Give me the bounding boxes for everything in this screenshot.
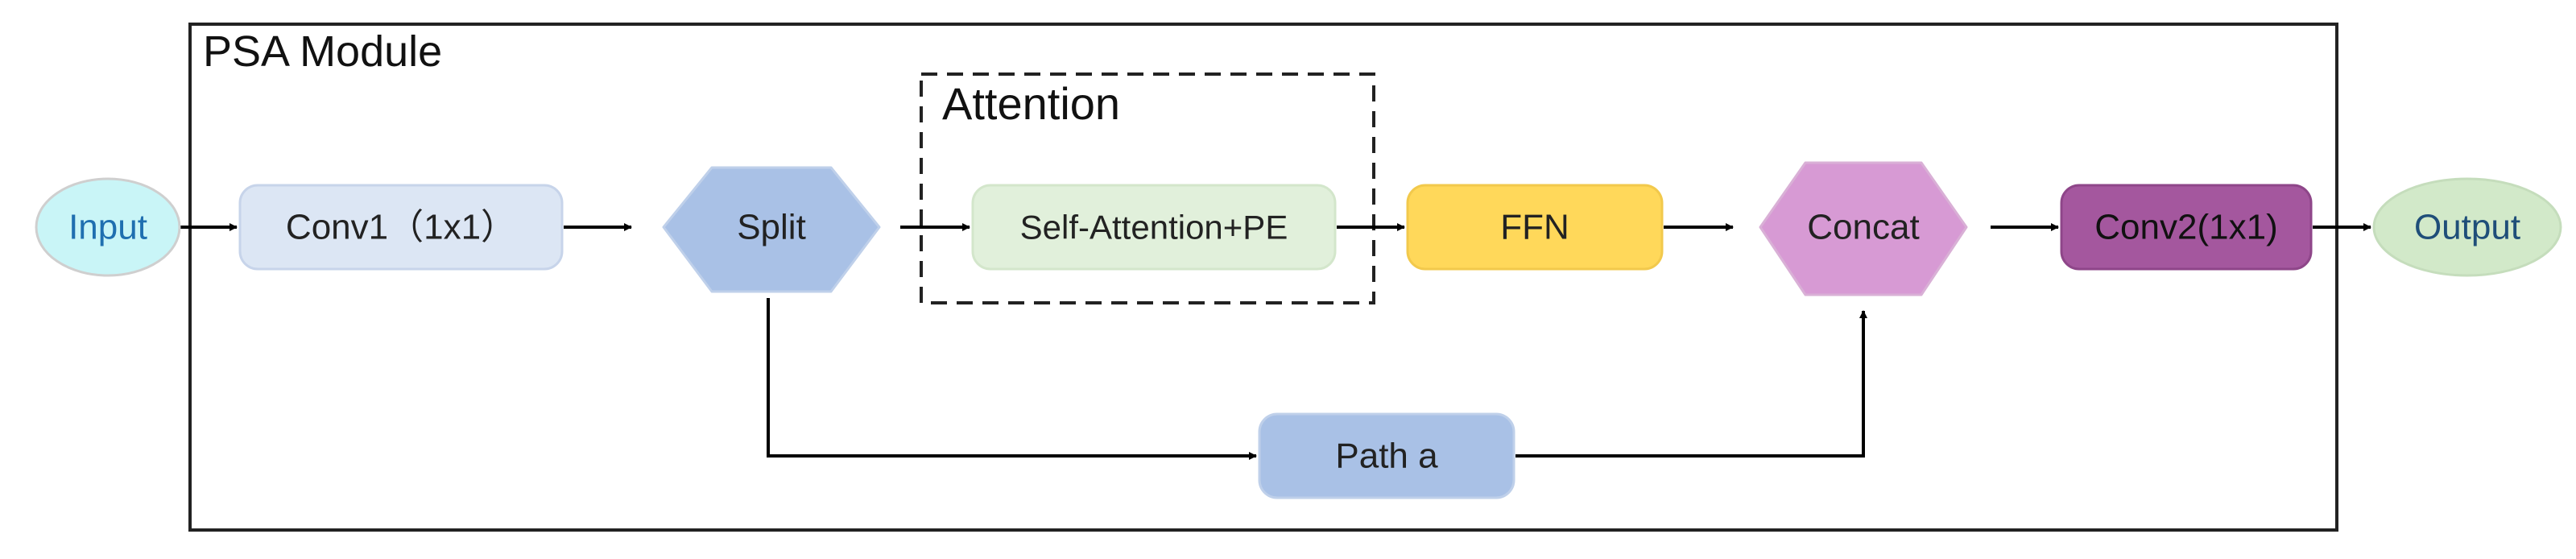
psa-module-frame xyxy=(188,23,2338,532)
ffn-label: FFN xyxy=(1500,208,1569,247)
conv1-node: Conv1（1x1） xyxy=(238,184,564,271)
conv1-label: Conv1（1x1） xyxy=(286,208,516,247)
self-attention-node: Self-Attention+PE xyxy=(971,184,1337,271)
arrow-split-to-path-a xyxy=(767,298,1257,460)
path-a-label: Path a xyxy=(1335,437,1438,476)
conv2-label: Conv2(1x1) xyxy=(2094,208,2277,247)
split-node: Split xyxy=(662,166,881,293)
self-attention-label: Self-Attention+PE xyxy=(1020,209,1288,246)
output-node: Output xyxy=(2372,177,2562,277)
input-label: Input xyxy=(68,208,147,247)
attention-title: Attention xyxy=(942,78,1120,129)
concat-node: Concat xyxy=(1759,161,1968,296)
input-node: Input xyxy=(35,177,181,277)
arrow-path-a-to-concat xyxy=(1515,310,1867,458)
path-a-node: Path a xyxy=(1258,412,1515,499)
output-label: Output xyxy=(2414,208,2520,247)
ffn-node: FFN xyxy=(1406,184,1664,271)
conv2-node: Conv2(1x1) xyxy=(2060,184,2313,271)
concat-label: Concat xyxy=(1807,208,1919,247)
split-label: Split xyxy=(737,208,806,247)
attention-box xyxy=(920,72,1375,304)
connectors xyxy=(180,223,2371,460)
module-title: PSA Module xyxy=(203,27,442,76)
